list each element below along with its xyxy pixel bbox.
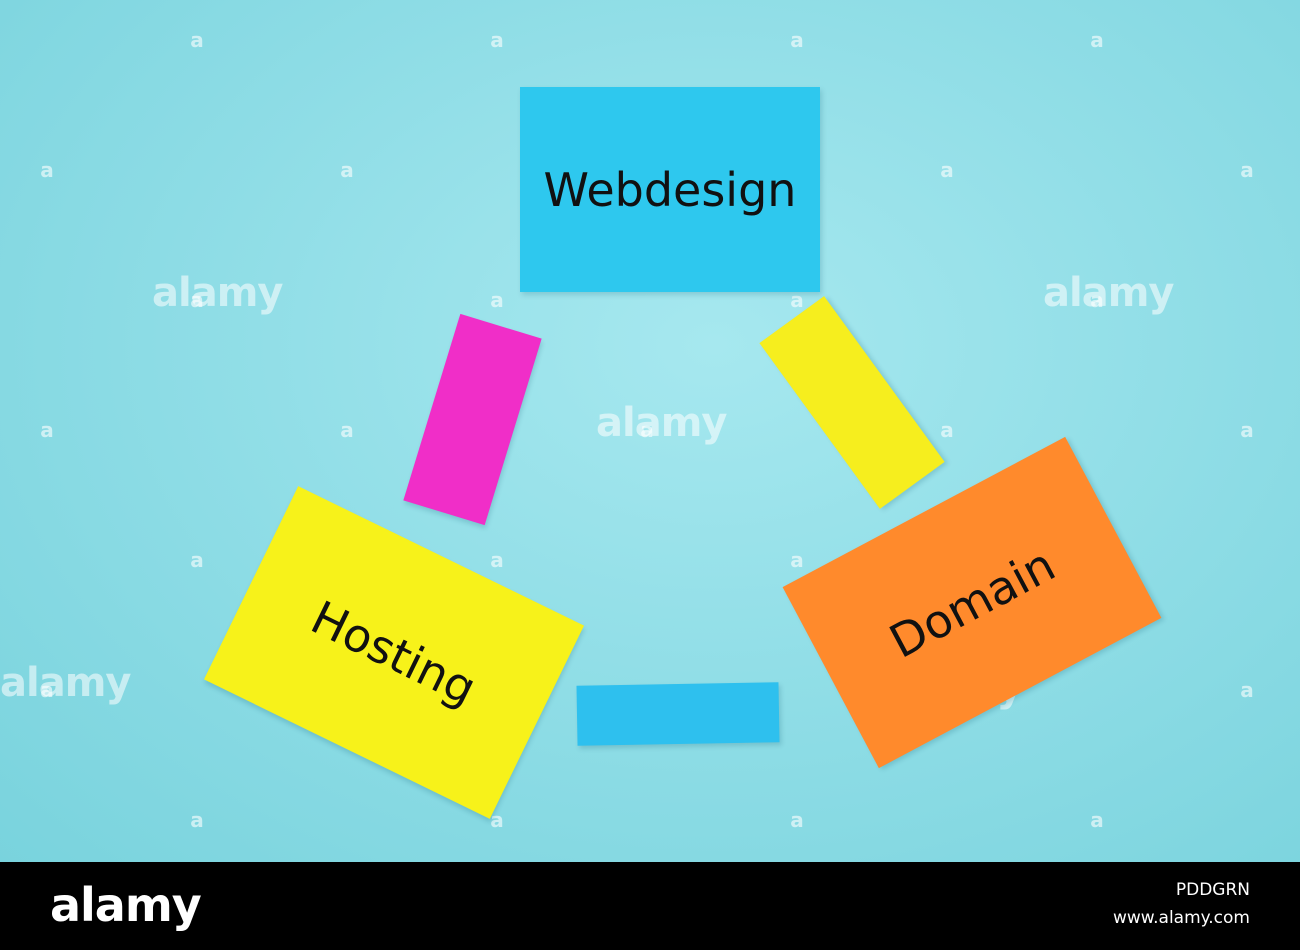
watermark-glyph: a [340, 418, 354, 442]
connector-strip-yellow [759, 296, 945, 509]
card-webdesign: Webdesign [520, 87, 820, 292]
watermark-glyph: a [640, 418, 654, 442]
watermark-text: alamy [1043, 270, 1174, 316]
watermark-glyph: a [190, 808, 204, 832]
card-domain-label: Domain [880, 536, 1064, 669]
watermark-glyph: a [1240, 678, 1254, 702]
watermark-glyph: a [940, 158, 954, 182]
card-hosting-label: Hosting [303, 589, 485, 716]
card-domain: Domain [782, 436, 1162, 769]
card-webdesign-label: Webdesign [543, 162, 797, 217]
watermark-glyph: a [40, 158, 54, 182]
watermark-text: alamy [596, 400, 727, 446]
watermark-glyph: a [1240, 158, 1254, 182]
watermark-glyph: a [790, 28, 804, 52]
watermark-glyph: a [190, 28, 204, 52]
photo: aaaaaaaaaaaaaaaaaaaaaaaaaaaaaaa alamy al… [0, 0, 1300, 862]
watermark-glyph: a [40, 418, 54, 442]
connector-strip-pink [403, 313, 542, 526]
stock-footer: alamy PDDGRN www.alamy.com [0, 862, 1300, 950]
watermark-text: alamy [152, 270, 283, 316]
watermark-glyph: a [490, 288, 504, 312]
watermark-glyph: a [1090, 288, 1104, 312]
card-hosting: Hosting [203, 486, 585, 819]
watermark-glyph: a [340, 158, 354, 182]
watermark-glyph: a [490, 808, 504, 832]
watermark-glyph: a [190, 548, 204, 572]
watermark-glyph: a [1240, 418, 1254, 442]
site-url: www.alamy.com [1112, 908, 1250, 928]
watermark-glyph: a [490, 28, 504, 52]
watermark-glyph: a [1090, 808, 1104, 832]
watermark-glyph: a [40, 678, 54, 702]
connector-strip-blue [576, 682, 780, 746]
watermark-glyph: a [790, 288, 804, 312]
watermark-glyph: a [490, 548, 504, 572]
watermark-glyph: a [1090, 28, 1104, 52]
watermark-text: alamy [0, 660, 131, 706]
alamy-logo: alamy [50, 878, 202, 932]
watermark-glyph: a [790, 808, 804, 832]
watermark-glyph: a [790, 548, 804, 572]
image-id: PDDGRN [1175, 880, 1250, 900]
watermark-glyph: a [940, 418, 954, 442]
watermark-glyph: a [190, 288, 204, 312]
